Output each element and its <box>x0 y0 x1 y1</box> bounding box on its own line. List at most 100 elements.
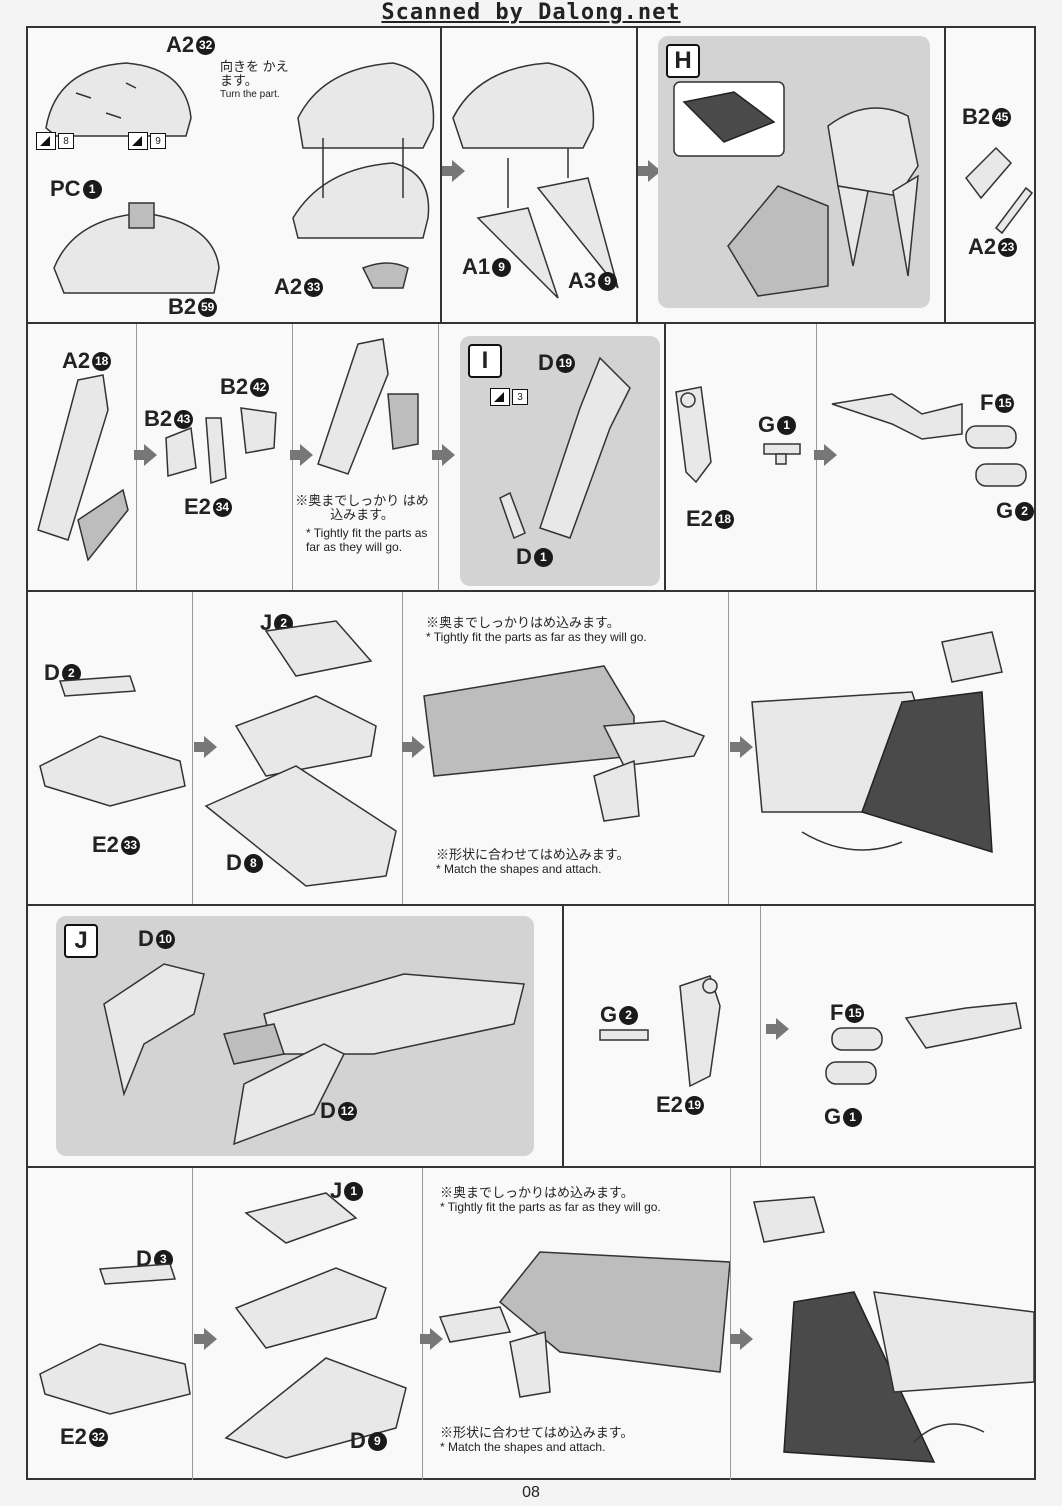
part-number-badge: 1 <box>533 547 553 567</box>
shield-with-joint-illustration <box>423 665 706 822</box>
sticker-icon <box>128 132 148 150</box>
part-number-badge: 9 <box>492 257 512 277</box>
scan-credit: Scanned by Dalong.net <box>381 0 681 25</box>
shield-mount-illustration <box>39 675 186 807</box>
sticker-ref-9: 9 <box>128 132 166 150</box>
head-on-torso-illustration <box>727 107 919 297</box>
shield-rotation-left-illustration <box>753 1196 1035 1463</box>
part-number-badge: 9 <box>367 1431 387 1451</box>
column-divider <box>760 906 761 1166</box>
head-with-fins-illustration <box>452 62 619 299</box>
joint-parts-illustration <box>165 407 277 485</box>
fit-tightly-note: ※奥までしっかり はめ込みます。 * Tightly fit the parts… <box>295 493 429 555</box>
column-divider <box>192 592 193 904</box>
part-number-badge: 15 <box>995 393 1015 413</box>
step-arrow <box>290 444 313 466</box>
part-number-badge: 1 <box>344 1181 364 1201</box>
section-marker-j: J <box>64 924 98 958</box>
column-divider <box>192 1168 193 1480</box>
step-arrow <box>766 1018 789 1040</box>
part-number-badge: 1 <box>82 179 102 199</box>
part-number-badge: 19 <box>684 1095 704 1115</box>
sticker-icon <box>490 388 510 406</box>
column-divider <box>664 322 666 590</box>
fit-tightly-note: ※奥までしっかりはめ込みます。 * Tightly fit the parts … <box>440 1185 661 1215</box>
sticker-icon <box>36 132 56 150</box>
sticker-ref-3: 3 <box>490 388 528 406</box>
column-divider <box>728 592 729 904</box>
head-shell-illustration <box>45 62 192 137</box>
row-divider <box>26 590 1036 592</box>
step-arrow <box>814 444 837 466</box>
step-arrow <box>442 160 465 182</box>
step-arrow <box>134 444 157 466</box>
shield-frame-illustration <box>204 620 397 887</box>
part-number-badge: 45 <box>992 107 1012 127</box>
step-arrow <box>730 1328 753 1350</box>
shoulder-arm-illustration <box>675 386 712 484</box>
part-number-badge: 18 <box>92 351 112 371</box>
joint-rotation-illustration <box>831 393 1027 487</box>
fit-tightly-note: ※奥までしっかりはめ込みます。 * Tightly fit the parts … <box>426 615 647 645</box>
arm-blade-illustration <box>499 356 631 540</box>
part-number-badge: 2 <box>61 663 81 683</box>
step-panel-h-head-attach: H <box>658 36 930 308</box>
part-number-badge: 43 <box>174 409 194 429</box>
part-number-badge: 33 <box>120 835 140 855</box>
part-number-badge: 19 <box>555 353 575 373</box>
part-number-badge: 32 <box>196 35 216 55</box>
part-number-badge: 1 <box>777 415 797 435</box>
shield-with-joint-left-illustration <box>438 1251 731 1398</box>
section-marker-i: I <box>468 344 502 378</box>
part-number-badge: 2 <box>1015 501 1035 521</box>
part-number-badge: 1 <box>843 1107 863 1127</box>
antenna-illustration <box>965 146 1034 235</box>
match-shapes-note: ※形状に合わせてはめ込みます。 * Match the shapes and a… <box>436 847 630 877</box>
part-number-badge: 9 <box>598 271 618 291</box>
part-number-badge: 59 <box>198 297 218 317</box>
column-divider <box>944 26 946 322</box>
shield-mount-left-illustration <box>39 1263 191 1415</box>
shoulder-arm-left-illustration <box>599 975 721 1088</box>
row-divider <box>26 322 1036 324</box>
column-divider <box>440 26 442 322</box>
part-number-badge: 33 <box>304 277 324 297</box>
part-number-badge: 8 <box>243 853 263 873</box>
part-number-badge: 12 <box>337 1101 357 1121</box>
column-divider <box>422 1168 423 1480</box>
part-number-badge: 18 <box>714 509 734 529</box>
part-number-badge: 2 <box>619 1005 639 1025</box>
arm-assembled-illustration <box>317 338 419 475</box>
